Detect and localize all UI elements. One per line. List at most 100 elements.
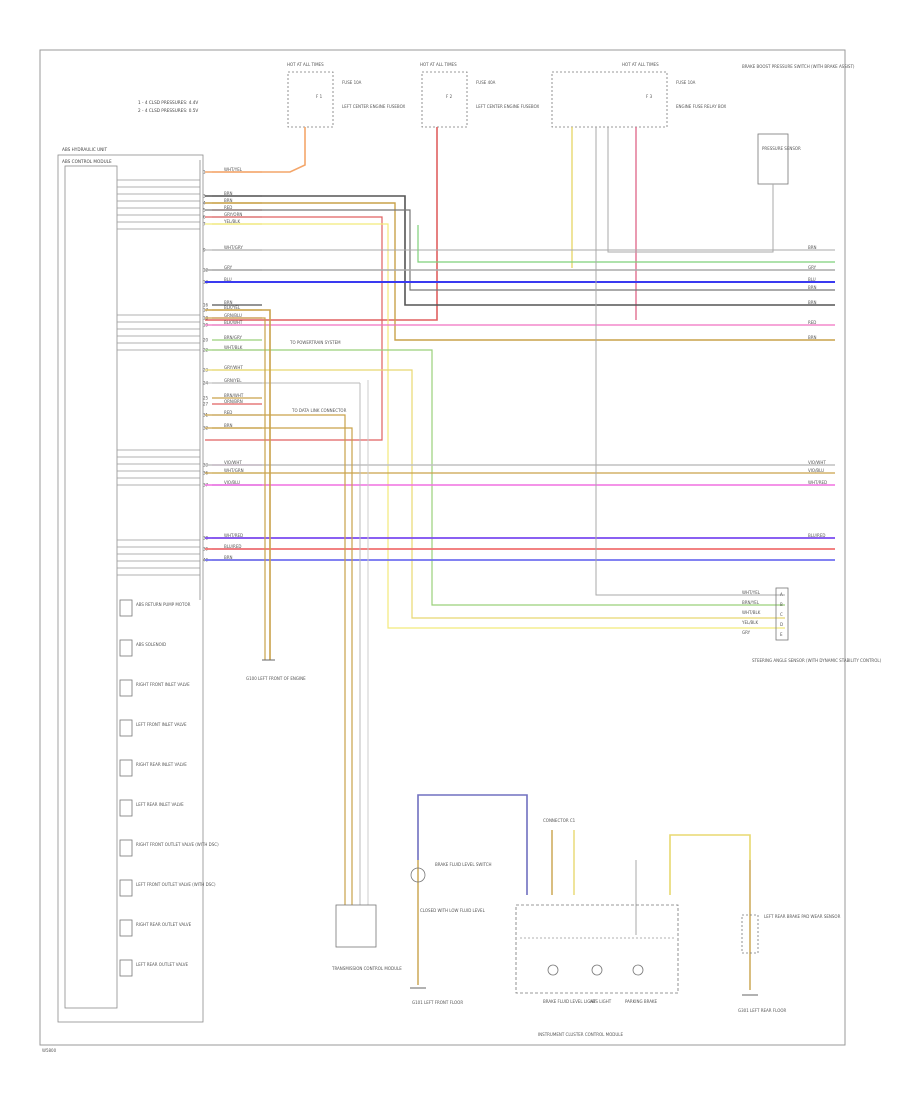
pin-number: 16 (203, 303, 209, 308)
pin-wire-color: WHT/GRN (224, 468, 244, 473)
pin-wire-color: YEL/BLK (223, 219, 241, 224)
steering-pin-letter: D (780, 622, 783, 627)
brake-fluid-switch: BRAKE FLUID LEVEL SWITCH CLOSED WITH LOW… (410, 794, 528, 1005)
right-wire-label: BRN (808, 245, 817, 250)
right-wire-label: BRN (808, 300, 817, 305)
valve-coil-icon (119, 719, 133, 737)
right-wire-label: WHT/RED (808, 480, 827, 485)
fuse-box-outline (551, 71, 668, 128)
steering-pin-color: GRY (742, 630, 751, 635)
brake-light-icon (547, 964, 559, 976)
pin-number: 4 (203, 201, 206, 206)
brake-switch-label: BRAKE FLUID LEVEL SWITCH (435, 862, 492, 867)
valve-coil-icon (119, 959, 133, 977)
pin-wire-color: GRN/BLU (224, 313, 242, 318)
pin-wire-color: BRN (224, 423, 233, 428)
pin-number: 5 (203, 208, 206, 213)
pin-wire-color: BRN/GRY (224, 335, 242, 340)
valve-label: LEFT FRONT OUTLET VALVE (WITH DSC) (136, 882, 216, 887)
right-wire-label: BLU/RED (808, 533, 825, 538)
pressure-sensor-label: PRESSURE SENSOR (762, 146, 801, 151)
fuse-number: F 3 (646, 94, 653, 99)
parking-brake-light-icon (632, 964, 644, 976)
cluster-label: INSTRUMENT CLUSTER CONTROL MODULE (538, 1032, 623, 1037)
fuse-box-outline (287, 71, 334, 128)
valve-coil-icon (119, 839, 133, 857)
left-components: ABS RETURN PUMP MOTOR ABS SOLENOID RIGHT F… (119, 599, 219, 977)
pin-wire-color: VIO/BLU (224, 480, 240, 485)
valve-component: RIGHT FRONT INLET VALVE (119, 679, 190, 697)
steering-sensor-label: STEERING ANGLE SENSOR (WITH DYNAMIC STAB… (752, 658, 882, 663)
pin-wire-color: BRN (224, 300, 233, 305)
cluster-item-3: PARKING BRAKE (625, 999, 658, 1004)
pin-number: 25 (203, 396, 209, 401)
valve-component: LEFT REAR OUTLET VALVE (119, 959, 189, 977)
valve-component: RIGHT REAR OUTLET VALVE (119, 919, 192, 937)
valve-label: LEFT FRONT INLET VALVE (136, 722, 187, 727)
harness-wires (205, 127, 835, 905)
pin-wire-color: BLK/WHT (224, 320, 243, 325)
instrument-cluster: CONNECTOR C1 BRAKE FLUID LEVEL LIGHT ABS… (515, 818, 679, 1037)
fuse-hot-label: HOT AT ALL TIMES (622, 62, 659, 67)
pin-wire-color: BRN (224, 198, 233, 203)
pin-wire-color: WHT/RED (224, 533, 243, 538)
pin-wire-color: BRN (224, 191, 233, 196)
transmission-module: TRANSMISSION CONTROL MODULE (331, 904, 402, 971)
steering-pin-color: WHT/BLK (742, 610, 761, 615)
pad-wear-sensor: LEFT REAR BRAKE PAD WEAR SENSOR G301 LEF… (669, 834, 841, 1013)
fuse-desc: LEFT CENTER ENGINE FUSEBOX (476, 104, 539, 109)
fuse-rating: FUSE 10A (676, 80, 696, 85)
cluster-item-1: BRAKE FLUID LEVEL LIGHT (543, 999, 596, 1004)
pin-number: 3 (203, 194, 206, 199)
pin-row: 16 BRN (203, 300, 262, 308)
pad-wear-sensor-body (741, 914, 759, 954)
pin-wire-color: ORN/BRN (224, 399, 243, 404)
valve-coil-icon (119, 919, 133, 937)
valve-coil-icon (119, 759, 133, 777)
pin-wire-color: GRY/ORN (224, 212, 242, 217)
data-link-label: TO DATA LINK CONNECTOR (291, 408, 347, 413)
fuse-box-outline (421, 71, 468, 128)
ground-g101-label: G101 LEFT FRONT FLOOR (412, 1000, 463, 1005)
note-line-1: 1 - 4 CLSD PRESSURES: 4.4V (138, 100, 198, 105)
right-wire-label: VIO/BLU (808, 468, 824, 473)
valve-coil-icon (119, 879, 133, 897)
valve-label: RIGHT REAR INLET VALVE (136, 762, 187, 767)
valve-component: RIGHT REAR INLET VALVE (119, 759, 187, 777)
fuse-number: F 1 (316, 94, 323, 99)
pin-number: 9 (203, 248, 206, 253)
steering-pin-color: WHT/YEL (742, 590, 761, 595)
fuse-block-1: HOT AT ALL TIMES FUSE 10A F 1 LEFT CENTE… (287, 62, 405, 128)
pin-wire-color: BRN (224, 555, 233, 560)
abs-light-icon (591, 964, 603, 976)
pin-number: 1 (203, 170, 206, 175)
pin-number: 6 (203, 215, 206, 220)
ground-g100: G100 LEFT FRONT OF ENGINE (246, 659, 306, 681)
valve-component: ABS SOLENOID (119, 639, 166, 657)
wire-fuse1-feed (205, 127, 306, 173)
pin-wire-color: RED (224, 410, 232, 415)
valve-component: LEFT FRONT OUTLET VALVE (WITH DSC) (119, 879, 216, 897)
steering-connector (775, 587, 789, 641)
ground-g100-label: G100 LEFT FRONT OF ENGINE (246, 676, 306, 681)
transmission-label: TRANSMISSION CONTROL MODULE (331, 966, 402, 971)
fuse-block-3: HOT AT ALL TIMES FUSE 10A F 3 ENGINE FUS… (551, 62, 726, 128)
valve-label: ABS RETURN PUMP MOTOR (136, 602, 191, 607)
right-wire-label: VIO/WHT (808, 460, 826, 465)
right-labels: BRNGRYBLUBRNBRNREDBRNVIO/WHTVIO/BLUWHT/R… (808, 245, 827, 538)
valve-label: LEFT REAR OUTLET VALVE (136, 962, 189, 967)
valve-coil-icon (119, 799, 133, 817)
steering-pin-color: BRN/YEL (742, 600, 760, 605)
